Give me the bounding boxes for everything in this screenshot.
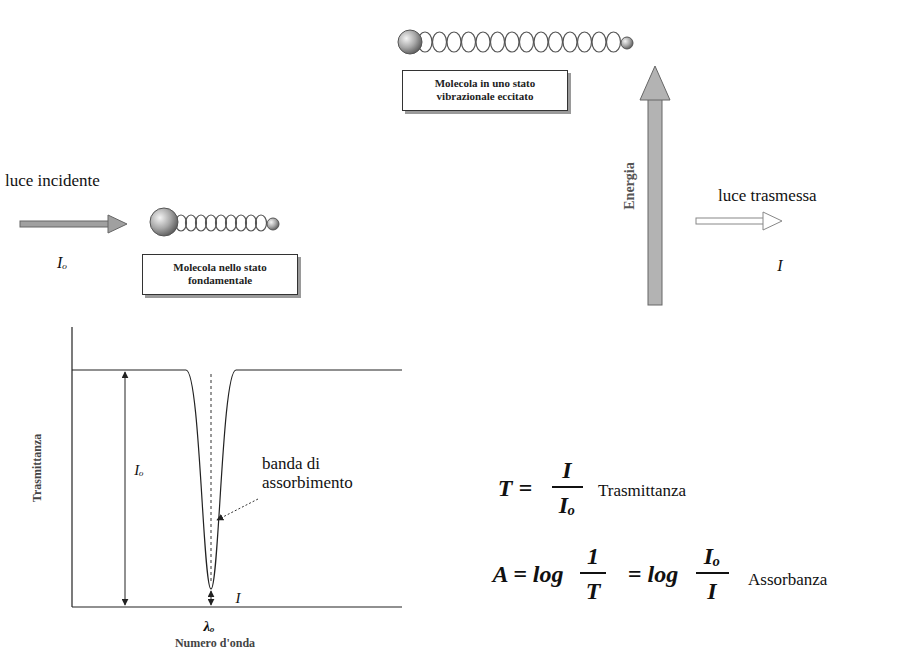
atom	[150, 208, 178, 236]
label: Iₒ	[704, 543, 720, 569]
label: λₒ	[203, 618, 214, 635]
molecule-box: Molecola in uno stato vibrazionale eccit…	[402, 70, 568, 111]
label: Numero d'onda	[175, 637, 255, 650]
label-text: Iₒ	[559, 492, 575, 518]
spectrum-graph	[72, 327, 402, 607]
label-text: luce trasmessa	[718, 187, 817, 206]
label: Trasmittanza	[31, 434, 44, 502]
label: T =	[498, 475, 532, 501]
label: Trasmittanza	[598, 482, 686, 501]
label-text: I	[777, 257, 782, 275]
label-text: Iₒ	[57, 254, 67, 272]
label: I	[707, 578, 716, 604]
label-text: 1	[587, 543, 599, 569]
label-text: I	[562, 457, 571, 483]
label-text: luce incidente	[5, 172, 100, 191]
label: Iₒ	[134, 462, 143, 479]
label-text: Trasmittanza	[598, 482, 686, 501]
label-text: Iₒ	[704, 543, 720, 569]
label-text: A = log	[492, 561, 563, 587]
label-text: T	[586, 578, 601, 604]
incident-arrow	[20, 215, 127, 233]
atom	[267, 218, 279, 230]
label: banda di assorbimento	[262, 455, 390, 492]
label: Iₒ	[559, 492, 575, 518]
label: Energia	[622, 162, 637, 209]
atom	[621, 37, 633, 49]
label-text: Trasmittanza	[31, 434, 44, 502]
atom	[398, 30, 422, 54]
label-text: Iₒ	[134, 462, 143, 479]
energy-arrow	[640, 66, 670, 305]
label: I	[562, 457, 571, 483]
label: T	[586, 578, 601, 604]
molecule-box: Molecola nello stato fondamentale	[142, 254, 298, 295]
box-text: Molecola nello stato fondamentale	[149, 261, 291, 287]
label: luce trasmessa	[718, 187, 817, 206]
label-text: I	[236, 590, 241, 607]
label-text: banda di assorbimento	[262, 455, 390, 492]
ground-molecule	[176, 215, 267, 231]
label: Iₒ	[57, 254, 67, 272]
label-text: Numero d'onda	[175, 637, 255, 650]
label: luce incidente	[5, 172, 100, 191]
transmitted-arrow	[696, 212, 782, 230]
label: I	[777, 257, 782, 275]
label: = log	[628, 561, 678, 587]
label: 1	[587, 543, 599, 569]
label: A = log	[492, 561, 563, 587]
label-text: T =	[498, 475, 532, 501]
label-text: Assorbanza	[748, 571, 827, 590]
label-text: I	[707, 578, 716, 604]
fraction-bar	[552, 487, 729, 573]
label-text: λₒ	[203, 618, 214, 635]
box-text: Molecola in uno stato vibrazionale eccit…	[409, 77, 561, 103]
label: Assorbanza	[748, 571, 827, 590]
label-text: = log	[628, 561, 678, 587]
label-text: Energia	[622, 162, 637, 209]
label: I	[236, 590, 241, 607]
excited-molecule	[418, 32, 621, 52]
